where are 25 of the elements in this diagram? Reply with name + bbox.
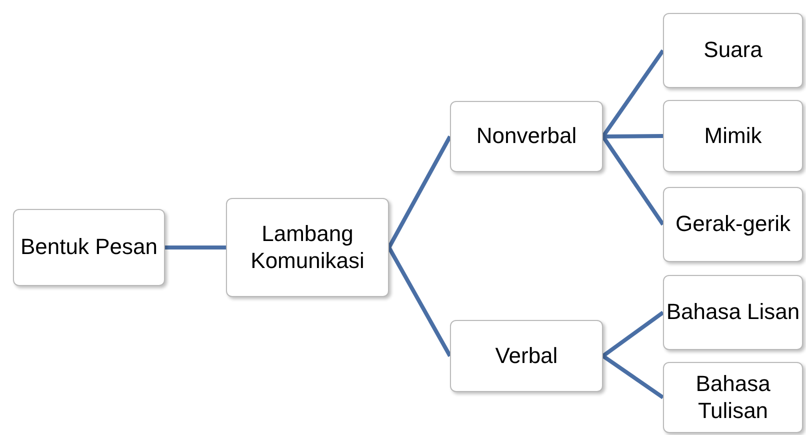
connector-line — [165, 246, 226, 250]
node-label: Bentuk Pesan — [20, 234, 158, 261]
connector-line — [602, 134, 664, 138]
text-box — [663, 187, 803, 262]
text-box — [13, 209, 165, 286]
connector-line — [387, 246, 452, 357]
node-label: Bahasa Tulisan — [694, 371, 772, 424]
node-label: Bahasa Lisan — [666, 299, 800, 326]
node-label: Nonverbal — [476, 123, 577, 150]
text-box — [663, 100, 803, 172]
text-box — [663, 362, 803, 433]
node-label: Mimik — [704, 122, 762, 150]
connector-line — [602, 354, 664, 400]
node-label: Lambang Komunikasi — [250, 221, 366, 274]
text-box — [663, 275, 803, 350]
text-box — [450, 320, 603, 392]
text-box — [450, 101, 603, 172]
node-label: Suara — [704, 37, 762, 64]
text-box — [226, 198, 389, 297]
connector-line — [601, 135, 665, 226]
node-label: Gerak-gerik — [676, 211, 790, 238]
node-label: Verbal — [495, 342, 558, 370]
connector-line — [602, 310, 664, 358]
connector-line — [387, 136, 452, 248]
text-box — [663, 13, 803, 88]
